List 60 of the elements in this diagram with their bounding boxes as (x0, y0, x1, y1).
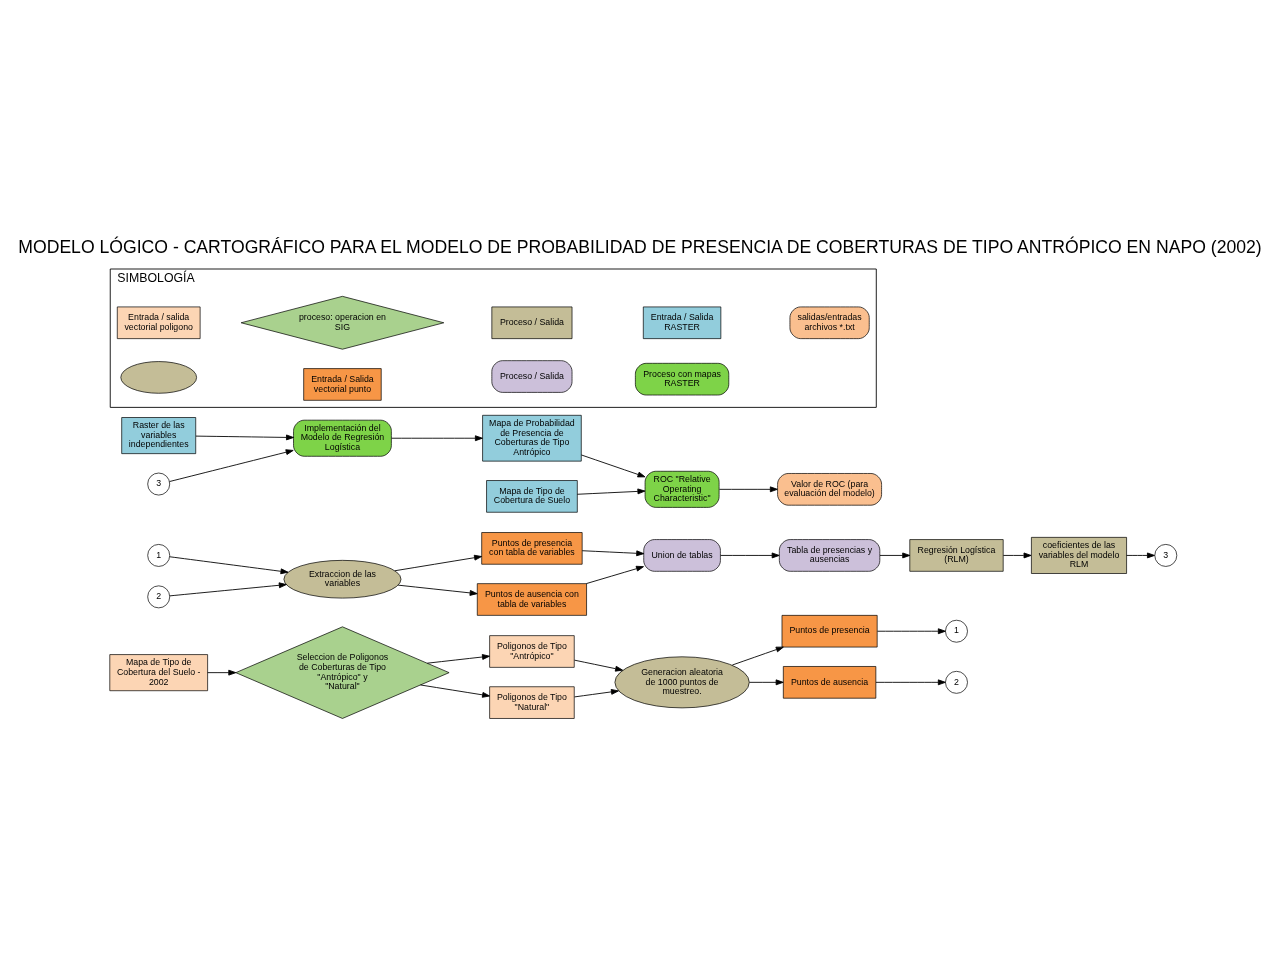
node-circle: 1 (945, 619, 968, 643)
arrow (749, 679, 784, 686)
node-box: Entrada / Salida vectorial punto (303, 368, 382, 401)
node-box: coeficientes de las variables del modelo RLM (1031, 537, 1127, 574)
node-box: Entrada / Salida RASTER (642, 306, 722, 339)
arrow (169, 582, 287, 597)
arrow (576, 488, 646, 495)
arrow (394, 554, 482, 572)
arrow (875, 679, 946, 686)
node-box: Regresión Logística (RLM) (909, 539, 1004, 572)
node-box: Entrada / salida vectorial poligono (116, 306, 201, 339)
node-ellipse: Extraccion de las variables (283, 560, 402, 599)
node-circle: 3 (1154, 544, 1178, 567)
node-box: salidas/entradas archivos *.txt (789, 306, 870, 339)
node-circle: 2 (147, 585, 171, 609)
arrow (876, 628, 946, 635)
node-box: Raster de las variables independientes (121, 417, 197, 454)
node-diamond: Seleccion de Poligonos de Coberturas de Tipo "Antrópico" y "Natural" (235, 626, 450, 719)
node-box: Implementación del Modelo de Regresión Logística (293, 419, 392, 457)
node-box: Poligonos de Tipo "Antrópico" (489, 635, 575, 668)
arrow (581, 550, 645, 557)
node-box: Mapa de Tipo de Cobertura de Suelo (486, 480, 578, 513)
node-box: Proceso / Salida (491, 306, 573, 339)
arrow (580, 454, 646, 478)
arrow (391, 435, 483, 442)
arrow (1002, 552, 1032, 559)
node-box: Union de tablas (643, 539, 721, 572)
arrow (718, 486, 778, 493)
node-ellipse (120, 361, 197, 394)
arrow (169, 556, 289, 575)
node-box: Proceso con mapas RASTER (635, 362, 730, 396)
arrow (574, 659, 624, 672)
arrow (879, 552, 911, 559)
node-box: Puntos de ausencia con tabla de variables (476, 583, 587, 616)
node-circle: 1 (147, 544, 171, 567)
node-box: Valor de ROC (para evaluación del modelo) (777, 473, 882, 506)
node-box: Puntos de presencia (781, 615, 878, 648)
node-box: Mapa de Probabilidad de Presencia de Coberturas de Tipo Antrópico (482, 414, 582, 462)
arrow (574, 689, 619, 698)
arrow (195, 434, 294, 441)
node-box: Proceso / Salida (491, 360, 573, 393)
node-box: ROC "Relative Operating Characteristic" (644, 470, 720, 508)
node-diamond: proceso: operacion en SIG (240, 295, 445, 350)
arrow (426, 654, 490, 664)
arrow (397, 584, 478, 596)
arrow (420, 684, 491, 698)
node-box: Mapa de Tipo de Cobertura del Suelo - 2002 (109, 654, 208, 692)
arrow (720, 552, 780, 559)
arrow (585, 565, 644, 585)
arrow (1126, 552, 1155, 559)
diagram-title: MODELO LÓGICO - CARTOGRÁFICO PARA EL MODELO DE PROBABILIDAD DE PRESENCIA DE COBERTURAS DE TIPO ANTRÓPICO EN NAPO (2002) (18, 237, 1262, 258)
node-box: Puntos de presencia con tabla de variables (481, 532, 583, 565)
node-box: Puntos de ausencia (782, 666, 877, 699)
arrow (207, 669, 237, 676)
node-circle: 3 (147, 472, 171, 496)
arrow (169, 449, 294, 482)
node-box: Poligonos de Tipo "Natural" (489, 686, 575, 719)
node-circle: 2 (945, 670, 968, 694)
node-box: Tabla de presencias y ausencias (779, 539, 881, 572)
arrow (731, 646, 784, 666)
